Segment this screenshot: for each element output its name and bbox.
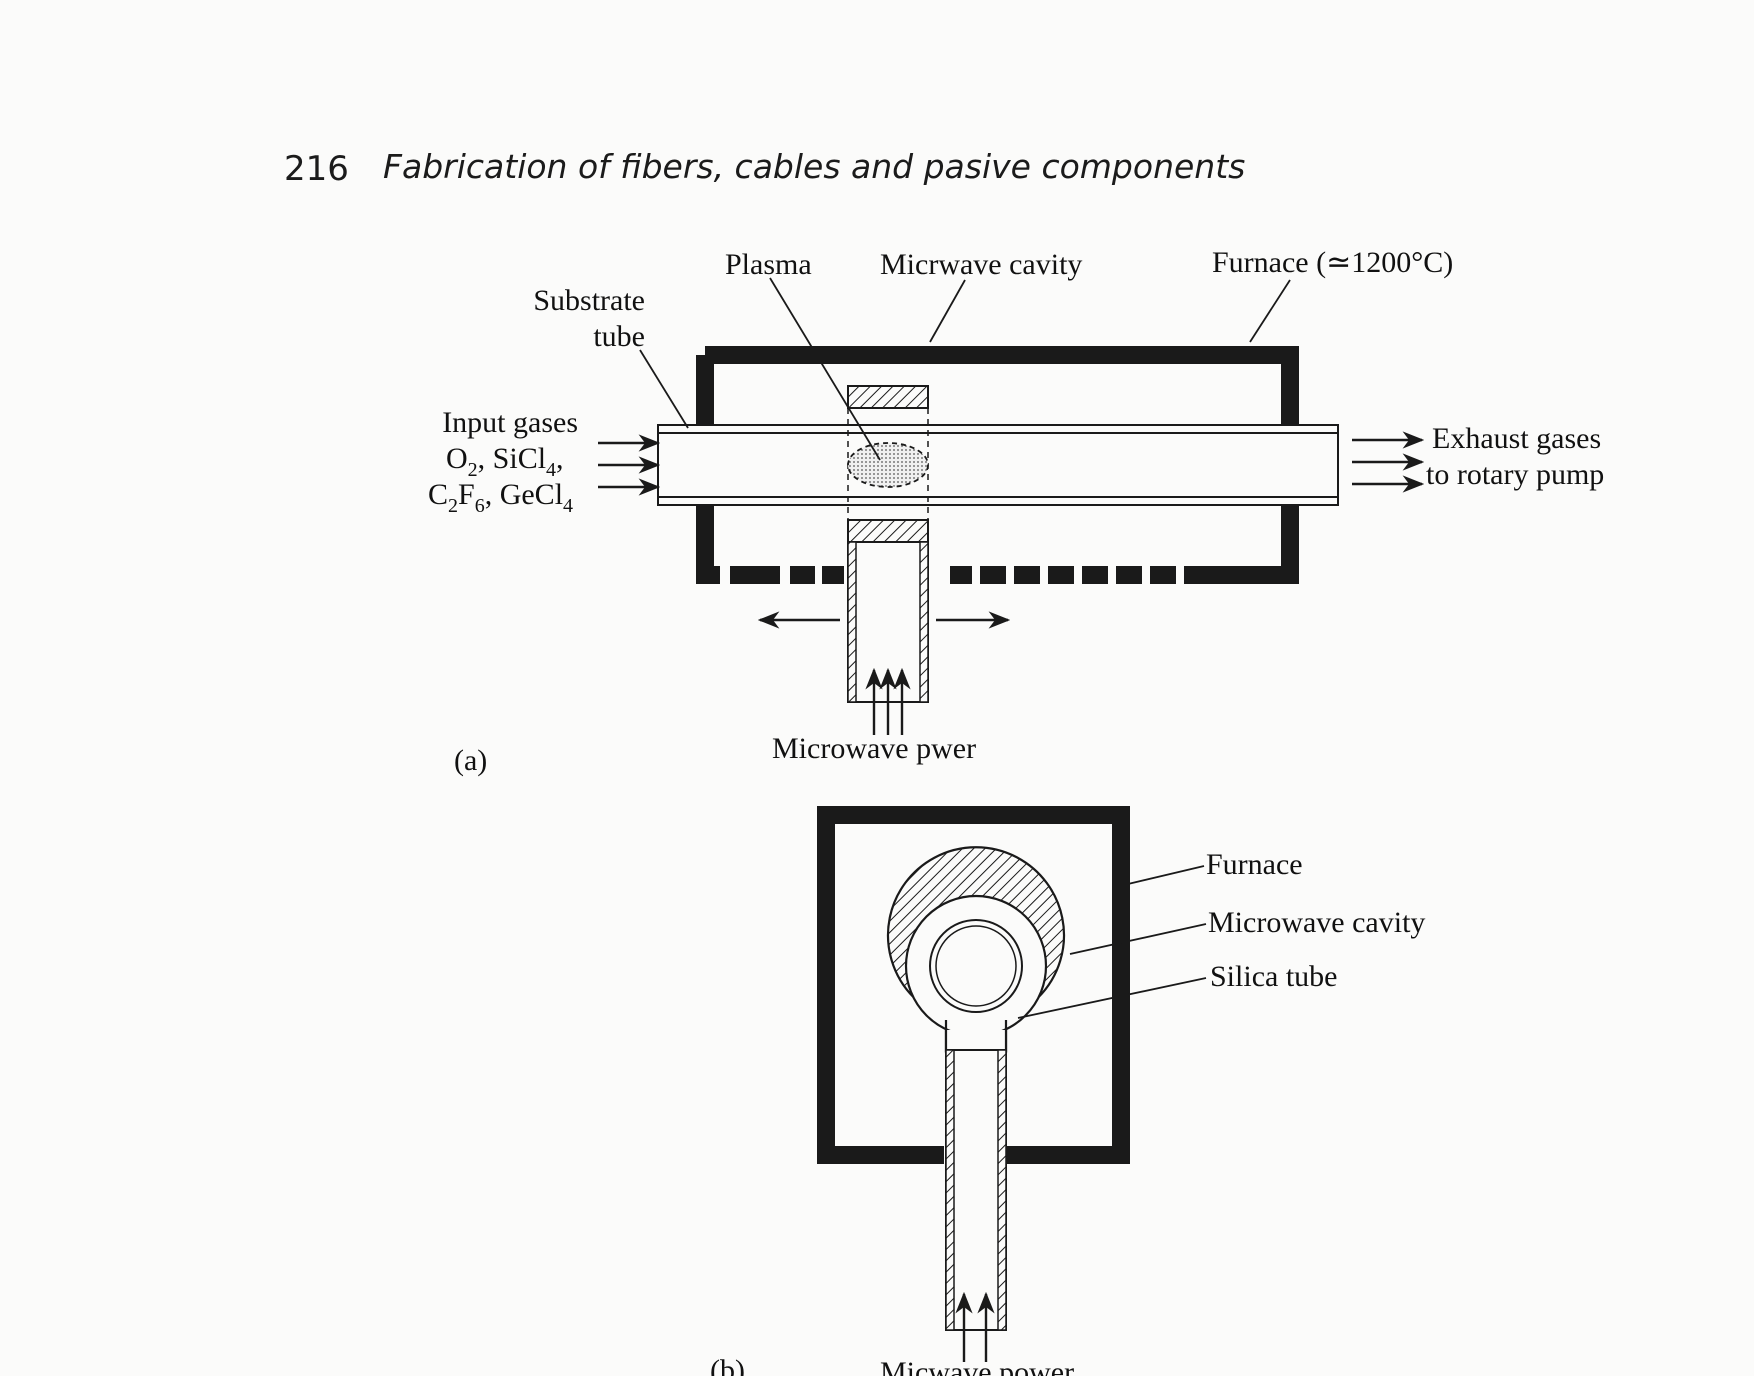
waveguide-b xyxy=(945,1049,1007,1331)
plasma-region xyxy=(847,442,929,488)
running-title: Fabrication of fibers, cables and pasive… xyxy=(383,147,1245,186)
page-number: 216 xyxy=(284,149,349,189)
input-gases-label: Input gases xyxy=(442,406,578,439)
input-gases-line3: C2F6, GeCl4 xyxy=(428,478,573,517)
input-gases-line2: O2, SiCl4, xyxy=(446,442,564,481)
panel-label-b: (b) xyxy=(710,1354,745,1376)
furnace-leader-b xyxy=(1127,865,1205,885)
panel-label-a: (a) xyxy=(454,744,487,777)
cavity-leader-a xyxy=(929,279,966,343)
microwave-power-arrows-b xyxy=(955,1291,995,1362)
furnace-label-a: Furnace (≃1200°C) xyxy=(1212,246,1453,279)
exhaust-arrows xyxy=(1352,431,1425,493)
substrate-tube xyxy=(657,424,1339,506)
input-gas-arrows xyxy=(598,434,661,496)
microwave-power-arrows-a xyxy=(865,667,911,735)
substrate-leader xyxy=(639,349,689,429)
furnace-dashed-edge xyxy=(730,566,1288,584)
plasma-leader xyxy=(769,277,881,461)
cavity-leader-b xyxy=(1069,923,1207,955)
plasma-label: Plasma xyxy=(725,248,812,281)
microwave-cavity-label-b: Microwave cavity xyxy=(1208,906,1425,939)
exhaust-label-line1: Exhaust gases xyxy=(1432,422,1601,455)
microwave-power-label-a: Microwave pwer xyxy=(772,732,976,765)
exhaust-label-line2: to rotary pump xyxy=(1426,458,1604,491)
microwave-power-label-b: Micwave power xyxy=(880,1356,1074,1376)
silica-tube-b xyxy=(929,919,1023,1013)
microwave-cavity-label-a: Micrwave cavity xyxy=(880,248,1082,281)
furnace-label-b: Furnace xyxy=(1206,848,1303,881)
silica-leader-b xyxy=(1017,977,1207,1019)
furnace-leader-a xyxy=(1249,279,1291,343)
substrate-label-line1: Substrate xyxy=(533,284,645,317)
silica-tube-label-b: Silica tube xyxy=(1210,960,1337,993)
figure-a: Plasma Micrwave cavity Furnace (≃1200°C)… xyxy=(428,246,1604,777)
substrate-label-line2: tube xyxy=(593,320,645,353)
figure-b: Furnace Microwave cavity Silica tube Mic… xyxy=(710,806,1425,1376)
